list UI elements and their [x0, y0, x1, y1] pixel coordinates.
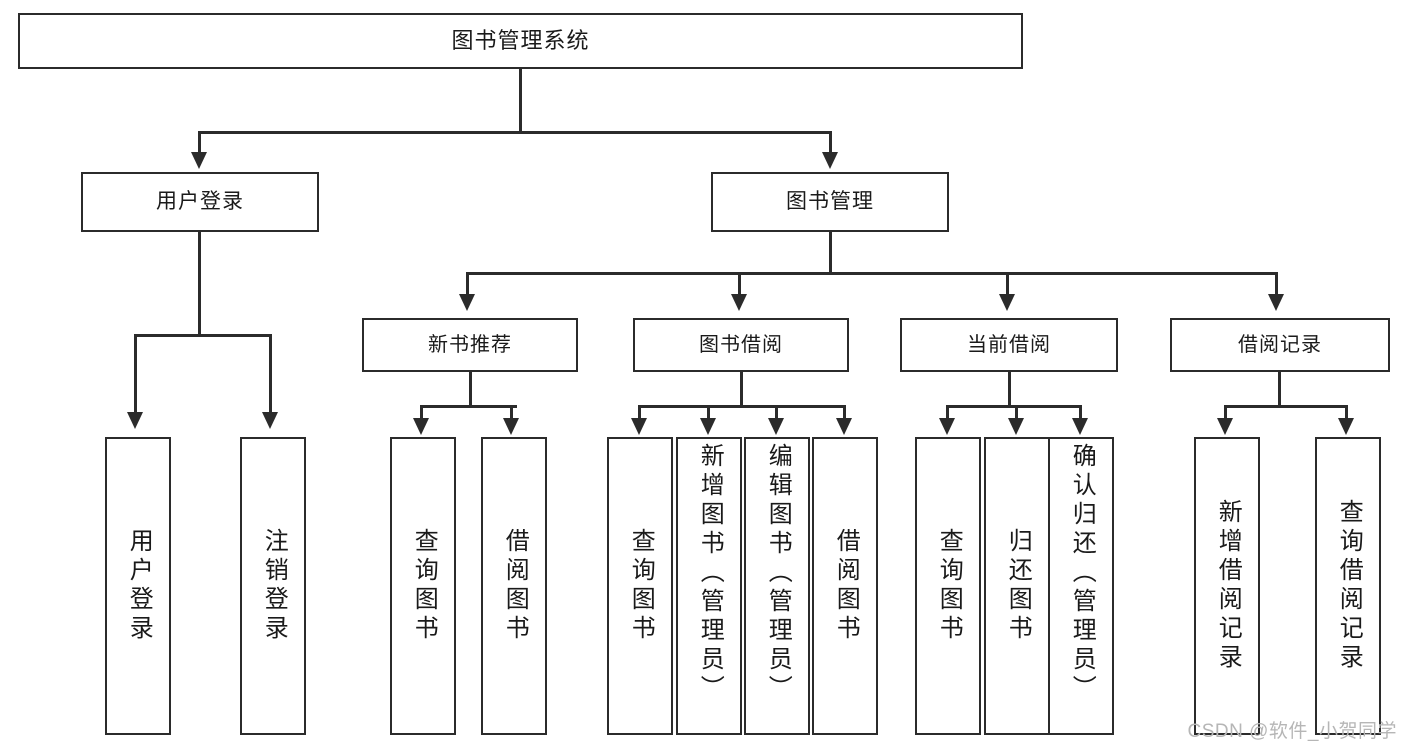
node-borrow-record[interactable]: 借阅记录 — [1170, 318, 1390, 372]
connector-user-login-stem — [198, 232, 201, 337]
arrowhead-new-book-recommend — [459, 294, 475, 311]
connector-root-stem — [519, 69, 522, 133]
leaf-label: 确认归还（管理员） — [1068, 443, 1096, 704]
connector-br-drop-2 — [1345, 405, 1348, 420]
connector-cb-drop-1 — [946, 405, 949, 420]
leaf-label: 借阅图书 — [832, 528, 860, 644]
leaf-label: 查询图书 — [627, 528, 655, 644]
leaf-query-book-current[interactable]: 查询图书 — [915, 437, 981, 735]
arrowhead-borrow-record — [1268, 294, 1284, 311]
leaf-label: 编辑图书（管理员） — [764, 443, 792, 704]
node-current-borrow[interactable]: 当前借阅 — [900, 318, 1118, 372]
leaf-label: 注销登录 — [260, 528, 288, 644]
watermark: CSDN @软件_小贺同学 — [1187, 721, 1397, 742]
leaf-return-book[interactable]: 归还图书 — [984, 437, 1050, 735]
connector-nbr-drop-2 — [510, 405, 513, 420]
connector-bb-drop-4 — [843, 405, 846, 420]
node-new-book-recommend[interactable]: 新书推荐 — [362, 318, 578, 372]
leaf-label: 归还图书 — [1004, 528, 1032, 644]
arrowhead-book-manage — [822, 152, 838, 169]
connector-br-bus — [1224, 405, 1348, 408]
arrowhead-leaf-query-record — [1338, 418, 1354, 435]
leaf-label: 借阅图书 — [501, 528, 529, 644]
leaf-label: 用户登录 — [125, 528, 153, 644]
node-book-borrow[interactable]: 图书借阅 — [633, 318, 849, 372]
connector-bb-drop-3 — [775, 405, 778, 420]
node-book-management[interactable]: 图书管理 — [711, 172, 949, 232]
arrowhead-leaf-add-record — [1217, 418, 1233, 435]
leaf-label: 查询图书 — [410, 528, 438, 644]
connector-root-bus — [198, 131, 832, 134]
arrowhead-leaf-borrow-book-1 — [503, 418, 519, 435]
connector-cb-drop-2 — [1015, 405, 1018, 420]
connector-br-stem — [1278, 372, 1281, 408]
arrowhead-leaf-borrow-book-2 — [836, 418, 852, 435]
arrowhead-user-login — [191, 152, 207, 169]
connector-cb-drop-3 — [1079, 405, 1082, 420]
node-label: 借阅记录 — [1238, 334, 1322, 356]
connector-bm-drop-3 — [1006, 272, 1009, 298]
connector-bb-bus — [638, 405, 846, 408]
leaf-edit-book[interactable]: 编辑图书（管理员） — [744, 437, 810, 735]
leaf-add-book[interactable]: 新增图书（管理员） — [676, 437, 742, 735]
connector-book-manage-bus — [466, 272, 1278, 275]
connector-user-login-drop-2 — [269, 334, 272, 416]
node-book-management-system[interactable]: 图书管理系统 — [18, 13, 1023, 69]
connector-cb-bus — [946, 405, 1082, 408]
node-label: 当前借阅 — [967, 334, 1051, 356]
node-user-login[interactable]: 用户登录 — [81, 172, 319, 232]
node-label: 用户登录 — [156, 190, 244, 214]
leaf-label: 新增借阅记录 — [1214, 499, 1242, 673]
leaf-query-borrow-record[interactable]: 查询借阅记录 — [1315, 437, 1381, 735]
arrowhead-leaf-add-book — [700, 418, 716, 435]
connector-root-to-book-manage — [829, 131, 832, 156]
connector-nbr-drop-1 — [420, 405, 423, 420]
node-label: 图书管理 — [786, 190, 874, 214]
connector-bm-drop-2 — [738, 272, 741, 298]
arrowhead-leaf-query-book-1 — [413, 418, 429, 435]
connector-bm-drop-4 — [1275, 272, 1278, 298]
leaf-label: 查询借阅记录 — [1335, 499, 1363, 673]
node-label: 图书管理系统 — [451, 27, 590, 53]
arrowhead-leaf-query-book-3 — [939, 418, 955, 435]
arrowhead-current-borrow — [999, 294, 1015, 311]
connector-bb-drop-2 — [707, 405, 710, 420]
leaf-confirm-return[interactable]: 确认归还（管理员） — [1048, 437, 1114, 735]
leaf-user-login[interactable]: 用户登录 — [105, 437, 171, 735]
connector-nbr-stem — [469, 372, 472, 408]
arrowhead-leaf-logout — [262, 412, 278, 429]
node-label: 新书推荐 — [428, 334, 512, 356]
connector-root-to-user-login — [198, 131, 201, 156]
leaf-add-borrow-record[interactable]: 新增借阅记录 — [1194, 437, 1260, 735]
connector-user-login-drop-1 — [134, 334, 137, 416]
leaf-label: 新增图书（管理员） — [696, 443, 724, 704]
leaf-label: 查询图书 — [935, 528, 963, 644]
connector-nbr-bus — [420, 405, 517, 408]
arrowhead-leaf-user-login — [127, 412, 143, 429]
leaf-query-book-borrow[interactable]: 查询图书 — [607, 437, 673, 735]
leaf-borrow-book-recommend[interactable]: 借阅图书 — [481, 437, 547, 735]
connector-user-login-bus — [134, 334, 272, 337]
connector-cb-stem — [1008, 372, 1011, 408]
leaf-query-book-recommend[interactable]: 查询图书 — [390, 437, 456, 735]
leaf-logout[interactable]: 注销登录 — [240, 437, 306, 735]
arrowhead-leaf-return-book — [1008, 418, 1024, 435]
connector-bb-drop-1 — [638, 405, 641, 420]
node-label: 图书借阅 — [699, 334, 783, 356]
connector-bm-drop-1 — [466, 272, 469, 298]
arrowhead-leaf-query-book-2 — [631, 418, 647, 435]
connector-br-drop-1 — [1224, 405, 1227, 420]
arrowhead-leaf-edit-book — [768, 418, 784, 435]
arrowhead-book-borrow — [731, 294, 747, 311]
connector-bb-stem — [740, 372, 743, 408]
leaf-borrow-book[interactable]: 借阅图书 — [812, 437, 878, 735]
arrowhead-leaf-confirm-return — [1072, 418, 1088, 435]
connector-book-manage-stem — [829, 232, 832, 275]
